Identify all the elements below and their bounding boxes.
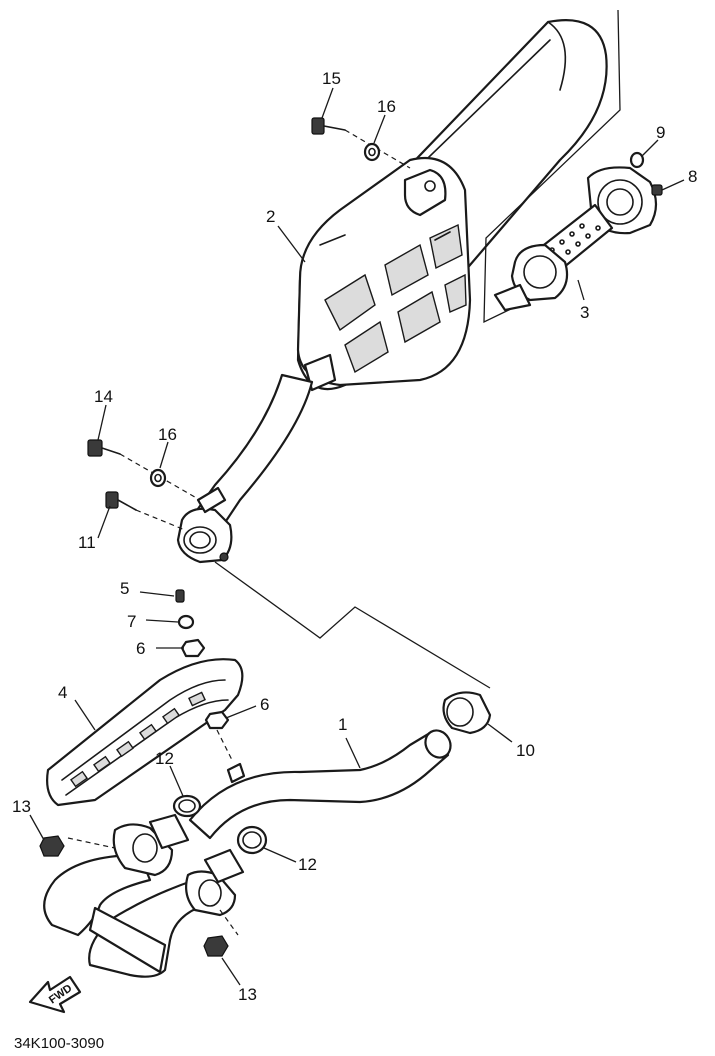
bolt-14 bbox=[87, 439, 201, 501]
gasket-12-a bbox=[172, 794, 202, 818]
washer-16-top bbox=[363, 142, 381, 162]
nut-6-lower bbox=[204, 710, 233, 761]
assembly-frame bbox=[483, 9, 621, 324]
callouts: 1 2 3 4 5 7 6 6 8 9 10 11 12 12 13 13 14… bbox=[12, 69, 697, 1004]
nut-13-a bbox=[39, 835, 65, 857]
nut-6-top bbox=[180, 638, 206, 658]
callout-14: 14 bbox=[94, 387, 113, 406]
callout-3: 3 bbox=[580, 303, 589, 322]
callout-4: 4 bbox=[58, 683, 67, 702]
callout-15: 15 bbox=[322, 69, 341, 88]
washer-7 bbox=[177, 614, 195, 630]
leader-lines bbox=[29, 87, 685, 986]
callout-13-a: 13 bbox=[12, 797, 31, 816]
callout-6-lower: 6 bbox=[260, 695, 269, 714]
muffler bbox=[176, 19, 608, 564]
bolt-8 bbox=[651, 184, 663, 196]
callout-7: 7 bbox=[127, 612, 136, 631]
bolt-11 bbox=[105, 491, 186, 531]
exhaust-pipe bbox=[43, 729, 452, 978]
callout-13-b: 13 bbox=[238, 985, 257, 1004]
callout-9: 9 bbox=[656, 123, 665, 142]
heat-protector bbox=[46, 658, 244, 807]
screw-5 bbox=[175, 589, 185, 603]
diagram-code: 34K100-3090 bbox=[14, 1035, 104, 1052]
callout-2: 2 bbox=[266, 207, 275, 226]
washer-16-lower bbox=[149, 468, 167, 488]
connection-guide bbox=[214, 561, 491, 689]
callout-12-b: 12 bbox=[298, 855, 317, 874]
callout-12-a: 12 bbox=[155, 749, 174, 768]
fwd-arrow-icon: FWD bbox=[28, 975, 82, 1014]
callout-1: 1 bbox=[338, 715, 347, 734]
gasket-10 bbox=[442, 691, 492, 735]
bolt-15 bbox=[311, 117, 411, 169]
callout-10: 10 bbox=[516, 741, 535, 760]
nut-13-b bbox=[203, 935, 229, 957]
callout-11: 11 bbox=[78, 533, 96, 552]
callout-6-top: 6 bbox=[136, 639, 145, 658]
callout-16-lower: 16 bbox=[158, 425, 177, 444]
callout-8: 8 bbox=[688, 167, 697, 186]
washer-9 bbox=[629, 151, 645, 169]
callout-16-top: 16 bbox=[377, 97, 396, 116]
callout-5: 5 bbox=[120, 579, 129, 598]
tail-pipe-assembly bbox=[493, 151, 663, 312]
gasket-12-b bbox=[236, 825, 268, 855]
